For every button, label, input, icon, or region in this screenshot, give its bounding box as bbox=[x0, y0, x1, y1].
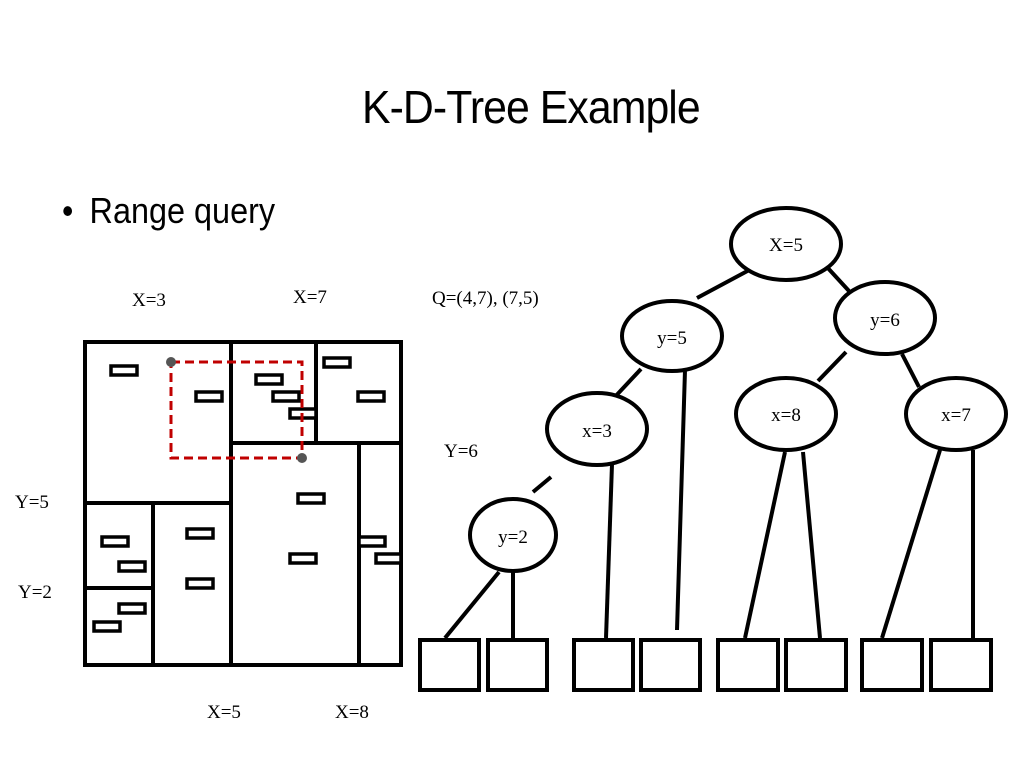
label-y5: Y=5 bbox=[15, 492, 49, 513]
tree-node-x3: x=3 bbox=[545, 391, 649, 467]
label-x3: X=3 bbox=[132, 290, 166, 311]
tree-node-y6: y=6 bbox=[833, 280, 937, 356]
node-label: y=6 bbox=[870, 310, 900, 331]
node-label: X=5 bbox=[769, 235, 803, 256]
edge-x8-leaf6 bbox=[801, 451, 822, 639]
data-point bbox=[194, 390, 224, 403]
edge-x3-y2 bbox=[531, 475, 553, 494]
bullet-dot-icon: • bbox=[62, 190, 74, 231]
data-point bbox=[185, 527, 215, 540]
edge-root-y6 bbox=[824, 264, 851, 293]
edge-y6-x8 bbox=[816, 350, 848, 383]
data-point bbox=[288, 552, 318, 565]
node-label: x=8 bbox=[771, 405, 801, 426]
query-corner-top-left bbox=[166, 357, 176, 367]
leaf-box bbox=[784, 638, 848, 692]
data-point bbox=[374, 552, 403, 565]
data-point bbox=[109, 364, 139, 377]
leaf-box bbox=[572, 638, 635, 692]
label-y2: Y=2 bbox=[18, 582, 52, 603]
tree-node-root: X=5 bbox=[729, 206, 843, 282]
data-points bbox=[92, 356, 403, 633]
data-point bbox=[296, 492, 326, 505]
edge-x3-leaf3 bbox=[604, 463, 614, 639]
node-label: y=5 bbox=[657, 328, 687, 349]
data-point bbox=[92, 620, 122, 633]
data-point bbox=[254, 373, 284, 386]
leaf-box bbox=[418, 638, 481, 692]
leaf-box bbox=[486, 638, 549, 692]
label-y6: Y=6 bbox=[444, 441, 478, 462]
node-ellipse bbox=[904, 376, 1008, 452]
data-point bbox=[117, 560, 147, 573]
label-x5: X=5 bbox=[207, 702, 241, 723]
tree-node-x7: x=7 bbox=[904, 376, 1008, 452]
edge-root-y5 bbox=[696, 266, 754, 300]
leaf-box bbox=[716, 638, 780, 692]
node-ellipse bbox=[545, 391, 649, 467]
node-label: x=3 bbox=[582, 421, 612, 442]
edge-y5-leaf4 bbox=[675, 369, 687, 631]
leaf-box bbox=[929, 638, 993, 692]
leaf-box bbox=[860, 638, 924, 692]
partition-figure bbox=[83, 340, 403, 667]
node-ellipse bbox=[468, 497, 558, 573]
slide-title: K-D-Tree Example bbox=[362, 81, 701, 133]
data-point bbox=[185, 577, 215, 590]
tree-leaves bbox=[418, 638, 993, 692]
node-ellipse bbox=[729, 206, 843, 282]
node-ellipse bbox=[833, 280, 937, 356]
data-point bbox=[100, 535, 130, 548]
bullet-item: • Range query bbox=[62, 190, 275, 232]
query-label: Q=(4,7), (7,5) bbox=[432, 288, 539, 309]
data-point bbox=[357, 535, 387, 548]
data-point bbox=[271, 390, 301, 403]
edge-y6-x7 bbox=[900, 353, 921, 388]
node-label: y=2 bbox=[498, 527, 528, 548]
tree-node-x8: x=8 bbox=[734, 376, 838, 452]
node-label: x=7 bbox=[941, 405, 971, 426]
node-ellipse bbox=[734, 376, 838, 452]
tree-edges bbox=[443, 264, 975, 640]
leaf-box bbox=[639, 638, 702, 692]
label-x7: X=7 bbox=[293, 287, 327, 308]
data-point bbox=[117, 602, 147, 615]
query-rectangle bbox=[169, 360, 304, 460]
edge-x7-leaf7 bbox=[880, 449, 942, 639]
tree-node-y5: y=5 bbox=[620, 299, 724, 373]
query-corner-bottom-right bbox=[297, 453, 307, 463]
bullet-text: Range query bbox=[89, 190, 276, 231]
data-point bbox=[356, 390, 386, 403]
data-point bbox=[322, 356, 352, 369]
tree-node-y2: y=2 bbox=[468, 497, 558, 573]
label-x8: X=8 bbox=[335, 702, 369, 723]
edge-y2-leaf1 bbox=[443, 570, 501, 640]
node-ellipse bbox=[620, 299, 724, 373]
edge-x8-leaf5 bbox=[743, 451, 787, 639]
